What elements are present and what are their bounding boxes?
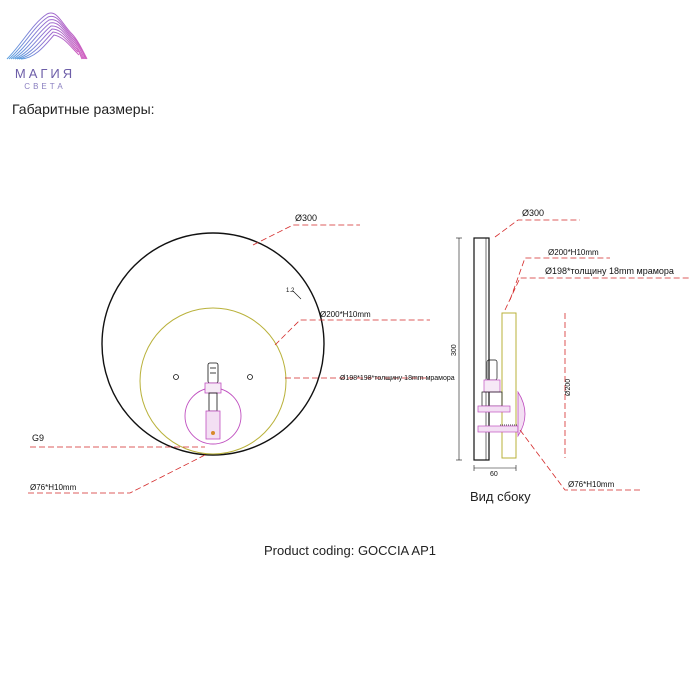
front-gap-leader — [292, 290, 302, 300]
side-dimension-leaders — [494, 219, 690, 491]
front-dim-marble: Ø198*198*толщину 18mm мрамора — [340, 375, 455, 382]
technical-drawing: Ø300 1.2 Ø200*H10mm Ø198*198*толщину 18m… — [28, 208, 690, 494]
side-dimension-lines — [456, 237, 517, 471]
front-dim-outer: Ø300 — [295, 213, 317, 223]
side-dim-inner-height: Ø200 — [565, 379, 572, 396]
front-ring — [139, 307, 287, 455]
side-dim-base: Ø76*H10mm — [568, 480, 615, 489]
brand-subtitle: СВЕТА — [24, 82, 66, 91]
front-hole-left — [173, 374, 179, 380]
brand-name: МАГИЯ — [14, 66, 76, 81]
front-outer-disc — [101, 232, 325, 456]
side-base — [517, 390, 526, 438]
front-lamp — [204, 362, 222, 440]
side-dim-outer: Ø300 — [522, 208, 544, 218]
front-dim-base: Ø76*H10mm — [30, 483, 77, 492]
side-ring — [501, 312, 517, 459]
brand-logo — [6, 12, 88, 60]
front-dimension-leaders — [28, 224, 430, 494]
front-dim-lamp: G9 — [32, 433, 44, 443]
side-dim-marble: Ø198*толщину 18mm мрамора — [545, 266, 674, 276]
front-hole-right — [247, 374, 253, 380]
side-dim-height: 300 — [451, 344, 458, 356]
side-outer-disc — [473, 237, 490, 461]
side-dim-depth: 60 — [490, 471, 498, 478]
side-dim-ring: Ø200*H10mm — [548, 248, 599, 257]
dimensions-heading: Габаритные размеры: — [12, 101, 155, 117]
side-view: Ø300 Ø200*H10mm Ø198*толщину 18mm мрамор… — [451, 208, 690, 491]
front-dim-gap: 1.2 — [286, 288, 295, 294]
front-view: Ø300 1.2 Ø200*H10mm Ø198*198*толщину 18m… — [28, 213, 455, 494]
product-coding: Product coding: GOCCIA AP1 — [264, 543, 436, 558]
side-lamp — [477, 359, 520, 433]
front-dim-ring: Ø200*H10mm — [320, 310, 371, 319]
side-view-caption: Вид сбоку — [470, 489, 531, 504]
